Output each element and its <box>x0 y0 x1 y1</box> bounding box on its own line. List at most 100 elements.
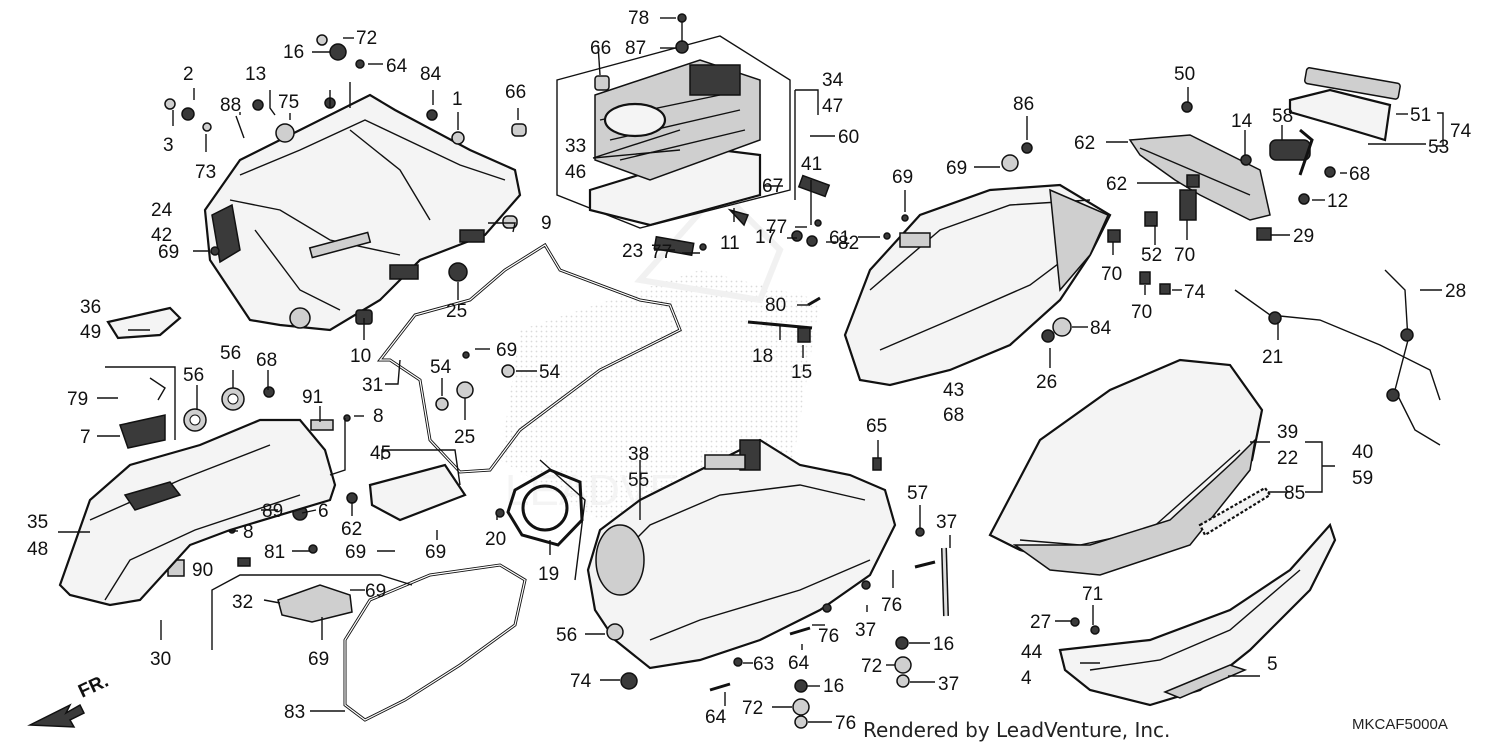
callout: 4 <box>1021 668 1032 689</box>
callout: 37 <box>938 674 959 695</box>
callout: 91 <box>302 387 323 408</box>
callout: 16 <box>823 676 844 697</box>
callout: 68 <box>256 350 277 371</box>
callout: 62 <box>341 519 362 540</box>
callout: 62 <box>1074 133 1095 154</box>
callout: 72 <box>742 698 763 719</box>
callout: 50 <box>1174 64 1195 85</box>
callout: 21 <box>1262 347 1283 368</box>
callout: 36 <box>80 297 101 318</box>
callout: 5 <box>1267 654 1278 675</box>
callout: 55 <box>628 470 649 491</box>
callout: 89 <box>262 501 283 522</box>
gasket-20 <box>506 468 584 547</box>
callout: 30 <box>150 649 171 670</box>
callout: 69 <box>892 167 913 188</box>
callout: 16 <box>283 42 304 63</box>
callout: 18 <box>752 346 773 367</box>
callout: 43 <box>943 380 964 401</box>
callout: 38 <box>628 444 649 465</box>
callout: 35 <box>27 512 48 533</box>
callout: 44 <box>1021 642 1043 663</box>
callout: 31 <box>362 375 383 396</box>
callout: 60 <box>838 127 859 148</box>
callout: 3 <box>163 135 174 156</box>
callout: 26 <box>1036 372 1057 393</box>
callout: 19 <box>538 564 559 585</box>
strip-59 <box>1198 486 1272 537</box>
callout: 74 <box>1184 282 1206 303</box>
callout: 39 <box>1277 422 1298 443</box>
callout: 22 <box>1277 448 1298 469</box>
callout: 70 <box>1174 245 1195 266</box>
callout: 56 <box>220 343 241 364</box>
callout: 53 <box>1428 137 1449 158</box>
callout: 59 <box>1352 468 1373 489</box>
callout: 76 <box>881 595 902 616</box>
main-case-center <box>237 438 936 692</box>
callout: 20 <box>485 529 506 550</box>
callout: 80 <box>765 295 786 316</box>
callout: 69 <box>158 242 179 263</box>
wire-harness <box>1234 269 1441 446</box>
callout: 69 <box>345 542 366 563</box>
callout: 69 <box>308 649 329 670</box>
fr-label: FR. <box>75 671 112 703</box>
callout: 41 <box>801 154 822 175</box>
callout: 74 <box>570 671 592 692</box>
callout: 70 <box>1131 302 1152 323</box>
callout: 79 <box>67 389 88 410</box>
lower-cover-27 <box>1058 522 1337 707</box>
callout: 84 <box>1090 318 1112 339</box>
callout-labels: 78 87 66 34 47 33 46 60 67 41 77 11 23 7… <box>27 8 1472 734</box>
callout: 14 <box>1231 111 1253 132</box>
callout: 68 <box>943 405 964 426</box>
callout: 67 <box>762 176 783 197</box>
callout: 69 <box>496 340 517 361</box>
callout: 46 <box>565 162 586 183</box>
callout: 23 <box>622 241 643 262</box>
callout: 37 <box>936 512 957 533</box>
callout: 17 <box>755 227 776 248</box>
leader-lines <box>58 17 1444 723</box>
callout: 72 <box>861 656 882 677</box>
callout: 88 <box>220 95 241 116</box>
callout: 75 <box>278 92 299 113</box>
callout: 40 <box>1352 442 1373 463</box>
callout: 48 <box>27 539 48 560</box>
callout: 66 <box>505 82 526 103</box>
callout: 64 <box>386 56 408 77</box>
callout: 7 <box>80 427 91 448</box>
right-case-26 <box>843 142 1112 387</box>
callout: 87 <box>625 38 646 59</box>
callout: 69 <box>946 158 967 179</box>
callout: 64 <box>705 707 727 728</box>
upper-right-bracket <box>1107 67 1401 295</box>
small-fasteners-left <box>164 34 527 325</box>
callout: 56 <box>183 365 204 386</box>
callout: 32 <box>232 592 253 613</box>
callout: 11 <box>720 233 740 254</box>
lock-assembly <box>556 13 791 229</box>
side-cover-35 <box>58 418 337 607</box>
callout: 25 <box>454 427 475 448</box>
callout: 51 <box>1410 105 1431 126</box>
callout: 77 <box>766 217 787 238</box>
callout: 72 <box>356 28 377 49</box>
callout: 49 <box>80 322 101 343</box>
callout: 61 <box>829 228 850 249</box>
callout: 47 <box>822 96 843 117</box>
callout: 74 <box>1450 121 1472 142</box>
drawing-code: MKCAF5000A <box>1352 716 1448 733</box>
bracket-45 <box>368 463 467 522</box>
callout: 63 <box>753 654 774 675</box>
callout: 76 <box>818 626 839 647</box>
callout: 57 <box>907 483 928 504</box>
callout: 54 <box>430 357 452 378</box>
callout: 68 <box>1349 164 1370 185</box>
callout: 81 <box>264 542 285 563</box>
callout: 64 <box>788 653 810 674</box>
callout: 56 <box>556 625 577 646</box>
strip-4 <box>1163 664 1248 699</box>
